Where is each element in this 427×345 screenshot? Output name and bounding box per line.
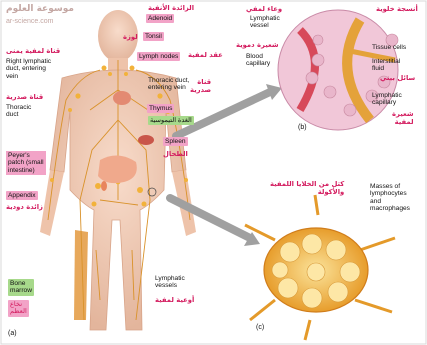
lymphatic-capillary-label: Lymphatic capillary (372, 92, 402, 107)
interstitial-fluid-label-ar: سائل بيني (380, 74, 415, 82)
lymph-nodes-label-ar: عقد لمفية (188, 51, 223, 59)
thoracic-duct-label: Thoracic duct (6, 104, 31, 119)
caption-b: (b) (298, 124, 307, 131)
thoracic-entering-label: Thoracic duct, entering vein (148, 77, 189, 92)
blood-capillary-label: Blood capillary (246, 53, 270, 68)
adenoid-label: Adenoid (146, 14, 174, 23)
bone-marrow-label-ar: نخاع العظم (8, 300, 29, 317)
watermark-site: ar-science.com (6, 18, 53, 25)
lymphatic-vessels-label: Lymphatic vessels (155, 275, 185, 290)
interstitial-fluid-label: Interstitial fluid (372, 58, 400, 73)
lymphatic-vessel-label: Lymphatic vessel (250, 15, 280, 30)
appendix-label-ar: زائدة دودية (6, 203, 43, 211)
masses-label-ar: كتل من الخلايا اللمفية والأكولة (270, 180, 344, 196)
appendix-organ (101, 181, 107, 191)
caption-a: (a) (8, 330, 17, 337)
adenoid-label-ar: الزائدة الأنفية (148, 4, 194, 12)
blood-capillary-label-ar: شعيرة دموية (236, 41, 279, 49)
bone-marrow-label: Bone marrow (8, 279, 34, 296)
lymphatic-vessel-label-ar: وعاء لمفي (246, 5, 282, 13)
tonsil-label: Tonsil (143, 32, 164, 41)
thymus-label-ar: الغدة التيموسية (148, 116, 194, 125)
tissue-cells-label: Tissue cells (372, 44, 406, 51)
masses-label: Masses of lymphocytes and macrophages (370, 183, 410, 213)
thoracic-duct-label-ar: قناة صدرية (6, 93, 43, 101)
lymphatic-capillary-label-ar: شعيرة لمفية (392, 110, 414, 126)
spleen-label: Spleen (163, 137, 188, 146)
lymph-nodes-label: Lymph nodes (137, 52, 180, 61)
thoracic-entering-label-ar: قناة صدرية (190, 78, 211, 94)
spleen-organ (138, 135, 154, 145)
intestine-organ (98, 155, 137, 183)
peyers-patch-label: Peyer's patch (small intestine) (6, 151, 46, 175)
thymus-organ (113, 91, 131, 105)
appendix-label: Appendix (6, 191, 38, 200)
tissue-cells-label-ar: أنسجة خلوية (376, 5, 418, 13)
right-duct-label: Right lymphatic duct, entering vein (6, 58, 51, 80)
lymphatic-vessels-label-ar: أوعية لمفية (155, 296, 194, 304)
spleen-label-ar: الطحال (163, 150, 188, 158)
right-duct-label-ar: قناة لمفية يمنى (6, 47, 60, 55)
tonsil-label-ar: لوزة (123, 33, 138, 41)
thymus-label: Thymus (147, 104, 174, 113)
caption-c: (c) (256, 324, 264, 331)
watermark-arabic: موسوعة العلوم (6, 4, 74, 14)
